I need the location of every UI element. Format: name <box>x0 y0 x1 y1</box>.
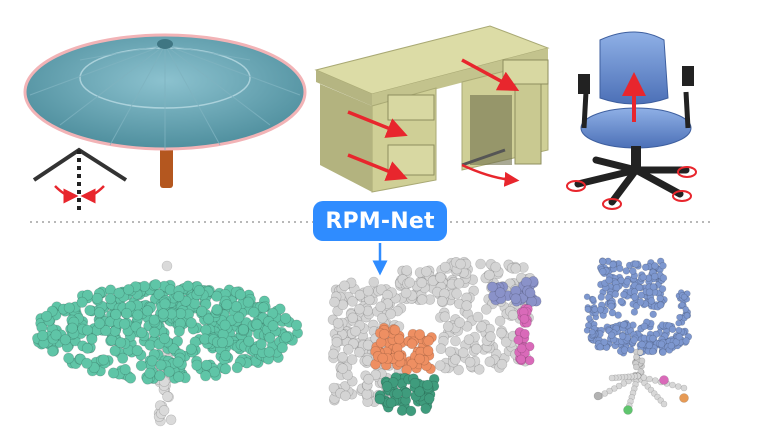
desk-bottom-drawer <box>387 144 435 176</box>
fold-motion-icon <box>32 147 128 214</box>
office-chair-render <box>566 31 697 210</box>
method-badge: RPM-Net <box>313 201 447 241</box>
umbrella-point-cloud <box>32 260 303 427</box>
umbrella-render <box>23 33 307 214</box>
desk-right-drawer <box>502 59 549 85</box>
umbrella-tip <box>157 39 173 49</box>
desk-point-cloud <box>327 256 542 417</box>
desk-door <box>514 83 542 165</box>
chair-point-cloud <box>583 257 693 415</box>
door-swing-guide <box>461 148 506 167</box>
umbrella-handle <box>160 140 173 188</box>
desk-render <box>314 25 550 193</box>
desk-top-drawer <box>387 94 435 121</box>
